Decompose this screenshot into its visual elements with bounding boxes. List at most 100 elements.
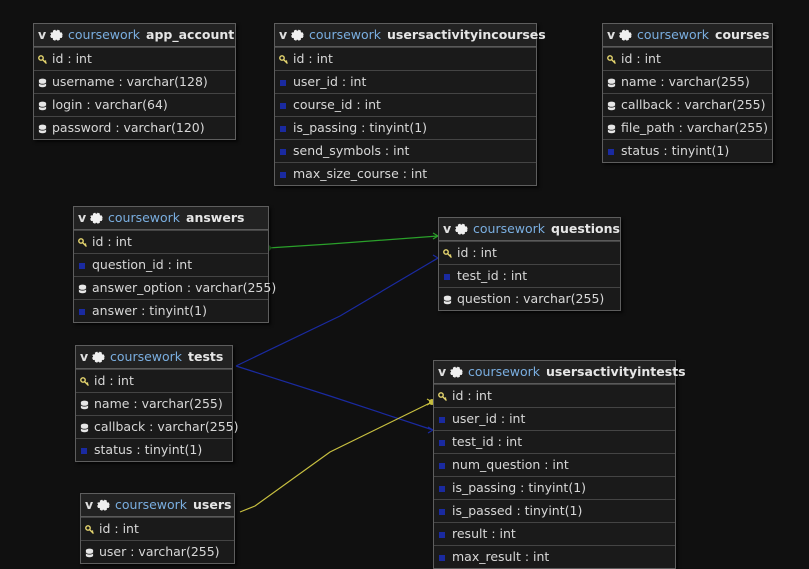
- field-row[interactable]: num_question : int: [434, 453, 675, 476]
- field-row[interactable]: id : int: [74, 230, 268, 253]
- field-icon: [38, 78, 52, 88]
- field-row[interactable]: name : varchar(255): [603, 70, 772, 93]
- field-row[interactable]: id : int: [34, 47, 235, 70]
- collapse-toggle-icon[interactable]: v: [279, 27, 288, 42]
- field-row[interactable]: max_size_course : int: [275, 162, 536, 185]
- field-label: max_result : int: [452, 549, 550, 564]
- foreign-key-icon: [279, 170, 293, 180]
- field-icon: [80, 423, 94, 433]
- field-row[interactable]: question_id : int: [74, 253, 268, 276]
- field-row[interactable]: login : varchar(64): [34, 93, 235, 116]
- field-row[interactable]: test_id : int: [439, 264, 620, 287]
- field-label: id : int: [293, 51, 333, 66]
- field-label: username : varchar(128): [52, 74, 208, 89]
- field-row[interactable]: password : varchar(120): [34, 116, 235, 139]
- relation-line[interactable]: [239, 401, 433, 513]
- field-row[interactable]: status : tinyint(1): [603, 139, 772, 162]
- field-label: password : varchar(120): [52, 120, 205, 135]
- collapse-toggle-icon[interactable]: v: [80, 349, 89, 364]
- database-name: coursework: [108, 210, 181, 225]
- field-icon: [607, 101, 621, 111]
- relation-line[interactable]: [235, 365, 434, 431]
- field-row[interactable]: id : int: [76, 369, 232, 392]
- gear-icon[interactable]: [455, 223, 471, 235]
- collapse-toggle-icon[interactable]: v: [85, 497, 94, 512]
- collapse-toggle-icon[interactable]: v: [438, 364, 447, 379]
- field-row[interactable]: id : int: [81, 517, 234, 540]
- field-icon: [38, 124, 52, 134]
- table-name: usersactivityincourses: [387, 27, 546, 42]
- table-name: tests: [188, 349, 224, 364]
- field-icon: [607, 124, 621, 134]
- gear-icon[interactable]: [619, 29, 635, 41]
- gear-icon[interactable]: [92, 351, 108, 363]
- foreign-key-icon: [80, 446, 94, 456]
- gear-icon[interactable]: [291, 29, 307, 41]
- field-row[interactable]: callback : varchar(255): [603, 93, 772, 116]
- collapse-toggle-icon[interactable]: v: [78, 210, 87, 225]
- field-row[interactable]: course_id : int: [275, 93, 536, 116]
- key-icon: [85, 524, 99, 535]
- field-label: status : tinyint(1): [621, 143, 730, 158]
- field-row[interactable]: status : tinyint(1): [76, 438, 232, 461]
- database-name: coursework: [68, 27, 141, 42]
- field-icon: [80, 400, 94, 410]
- relation-line[interactable]: [267, 235, 439, 249]
- field-label: id : int: [99, 521, 139, 536]
- gear-icon[interactable]: [97, 499, 113, 511]
- field-row[interactable]: is_passed : tinyint(1): [434, 499, 675, 522]
- field-row[interactable]: answer_option : varchar(255): [74, 276, 276, 299]
- field-row[interactable]: user_id : int: [434, 407, 675, 430]
- gear-icon[interactable]: [90, 212, 106, 224]
- field-row[interactable]: id : int: [439, 241, 620, 264]
- gear-icon[interactable]: [50, 29, 66, 41]
- field-row[interactable]: send_symbols : int: [275, 139, 536, 162]
- field-row[interactable]: file_path : varchar(255): [603, 116, 772, 139]
- field-row[interactable]: user_id : int: [275, 70, 536, 93]
- gear-icon[interactable]: [450, 366, 466, 378]
- field-row[interactable]: id : int: [603, 47, 772, 70]
- field-label: name : varchar(255): [621, 74, 750, 89]
- field-label: test_id : int: [452, 434, 523, 449]
- field-row[interactable]: callback : varchar(255): [76, 415, 238, 438]
- field-row[interactable]: id : int: [434, 384, 675, 407]
- field-row[interactable]: user : varchar(255): [81, 540, 234, 563]
- field-row[interactable]: question : varchar(255): [439, 287, 620, 310]
- collapse-toggle-icon[interactable]: v: [38, 27, 47, 42]
- field-row[interactable]: test_id : int: [434, 430, 675, 453]
- collapse-toggle-icon[interactable]: v: [607, 27, 616, 42]
- field-row[interactable]: answer : tinyint(1): [74, 299, 268, 322]
- field-row[interactable]: name : varchar(255): [76, 392, 232, 415]
- field-label: user : varchar(255): [99, 544, 220, 559]
- field-label: name : varchar(255): [94, 396, 223, 411]
- field-row[interactable]: id : int: [275, 47, 536, 70]
- foreign-key-icon: [78, 261, 92, 271]
- field-row[interactable]: max_result : int: [434, 545, 675, 568]
- table-name: usersactivityintests: [546, 364, 686, 379]
- field-row[interactable]: is_passing : tinyint(1): [434, 476, 675, 499]
- foreign-key-icon: [607, 147, 621, 157]
- key-icon: [607, 54, 621, 65]
- key-icon: [443, 248, 457, 259]
- field-row[interactable]: is_passing : tinyint(1): [275, 116, 536, 139]
- collapse-toggle-icon[interactable]: v: [443, 221, 452, 236]
- field-row[interactable]: username : varchar(128): [34, 70, 235, 93]
- field-row[interactable]: result : int: [434, 522, 675, 545]
